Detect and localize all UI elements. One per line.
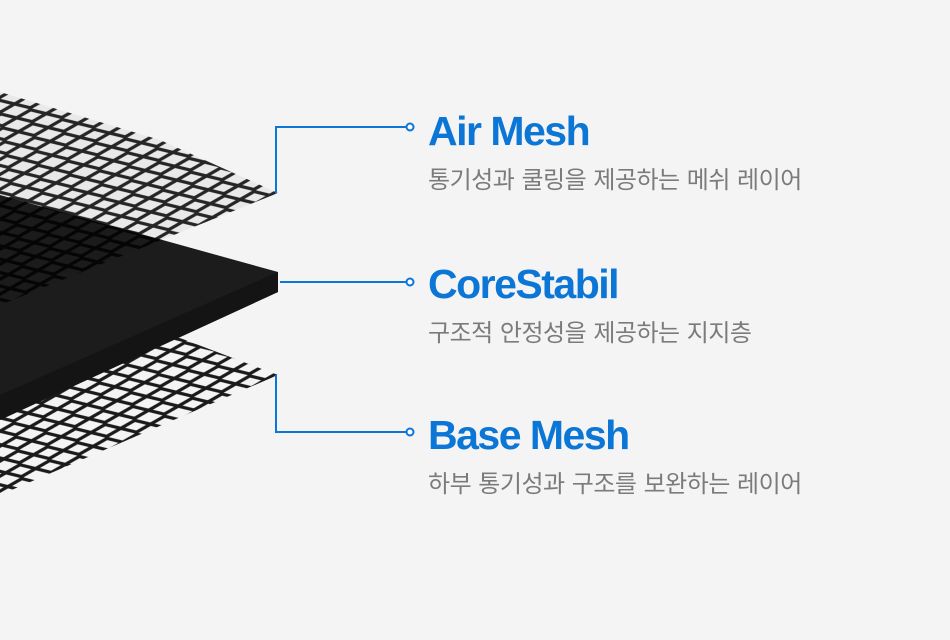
air-mesh-leader-dot: [405, 122, 415, 132]
air-mesh-layer: [0, 92, 278, 305]
air-mesh-label: Air Mesh 통기성과 쿨링을 제공하는 메쉬 레이어: [428, 108, 802, 194]
base-mesh-leader-line: [275, 375, 407, 433]
corestabil-label: CoreStabil 구조적 안정성을 제공하는 지지층: [428, 261, 752, 347]
base-mesh-description: 하부 통기성과 구조를 보완하는 레이어: [428, 470, 802, 498]
air-mesh-title: Air Mesh: [428, 108, 591, 154]
base-mesh-label: Base Mesh 하부 통기성과 구조를 보완하는 레이어: [428, 412, 802, 498]
corestabil-leader-dot: [405, 277, 415, 287]
air-mesh-leader-line: [275, 126, 407, 193]
corestabil-description: 구조적 안정성을 제공하는 지지층: [428, 319, 752, 347]
base-mesh-leader-dot: [405, 427, 415, 437]
corestabil-title: CoreStabil: [428, 261, 620, 307]
air-mesh-description: 통기성과 쿨링을 제공하는 메쉬 레이어: [428, 166, 802, 194]
base-mesh-title: Base Mesh: [428, 412, 630, 458]
leader-lines: [275, 122, 415, 437]
